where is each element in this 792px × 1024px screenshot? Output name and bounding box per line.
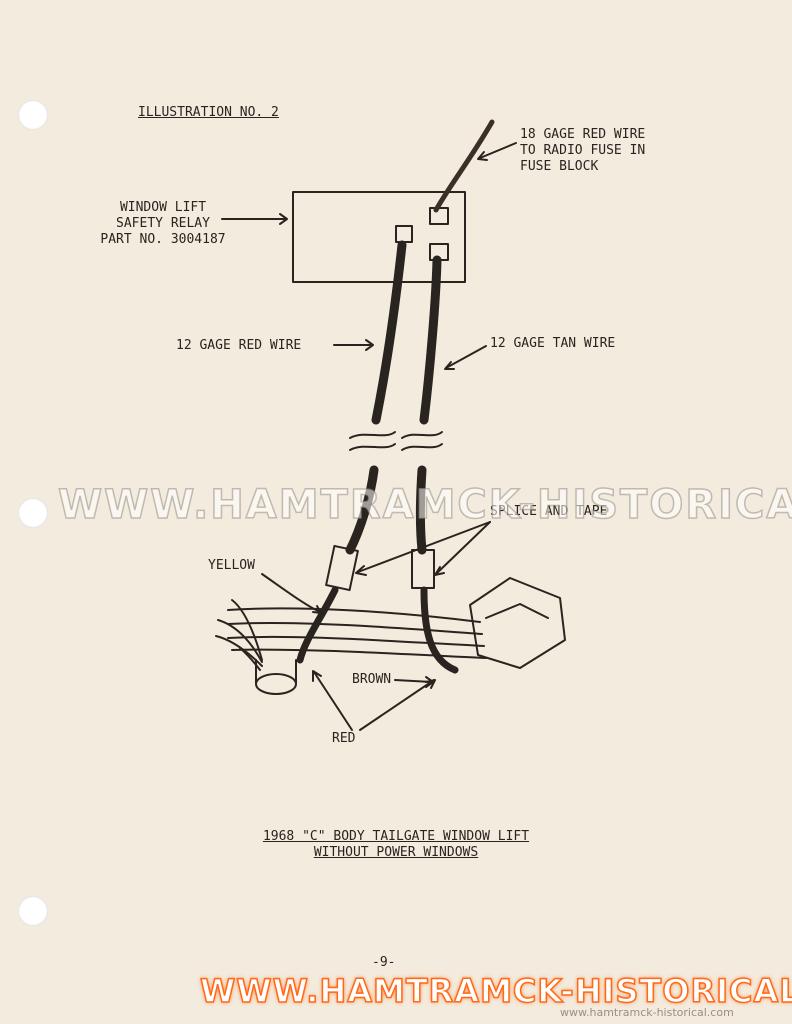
binder-hole-top	[18, 100, 48, 130]
label-18-gage-red-wire-line3: FUSE BLOCK	[520, 159, 599, 174]
footer-url: www.hamtramck-historical.com	[560, 1006, 734, 1019]
label-yellow: YELLOW	[208, 558, 255, 573]
label-relay-line2: SAFETY RELAY	[116, 216, 210, 231]
label-relay-line1: WINDOW LIFT	[119, 200, 207, 215]
label-12-gage-red-wire: 12 GAGE RED WIRE	[176, 338, 302, 353]
binder-hole-bottom	[18, 896, 48, 926]
illustration-label: ILLUSTRATION NO. 2	[138, 105, 279, 120]
label-brown: BROWN	[352, 672, 392, 687]
center-watermark: WWW.HAMTRAMCK-HISTORICAL.COM	[57, 481, 792, 529]
label-18-gage-red-wire-line2: TO RADIO FUSE IN	[520, 143, 646, 158]
label-splice-and-tape: SPLICE AND TAPE	[490, 504, 608, 519]
binder-hole-middle	[18, 498, 48, 528]
label-12-gage-tan-wire: 12 GAGE TAN WIRE	[490, 336, 616, 351]
relay-box	[292, 191, 466, 283]
label-red: RED	[332, 731, 356, 746]
footer-watermark: WWW.HAMTRAMCK-HISTORICAL.COM	[199, 971, 792, 1011]
caption-line2: WITHOUT POWER WINDOWS	[313, 845, 479, 860]
caption-line1: 1968 "C" BODY TAILGATE WINDOW LIFT	[262, 829, 530, 844]
label-18-gage-red-wire-line1: 18 GAGE RED WIRE	[520, 127, 646, 142]
label-relay-part-number: PART NO. 3004187	[100, 232, 226, 247]
page-number: -9-	[372, 955, 396, 970]
